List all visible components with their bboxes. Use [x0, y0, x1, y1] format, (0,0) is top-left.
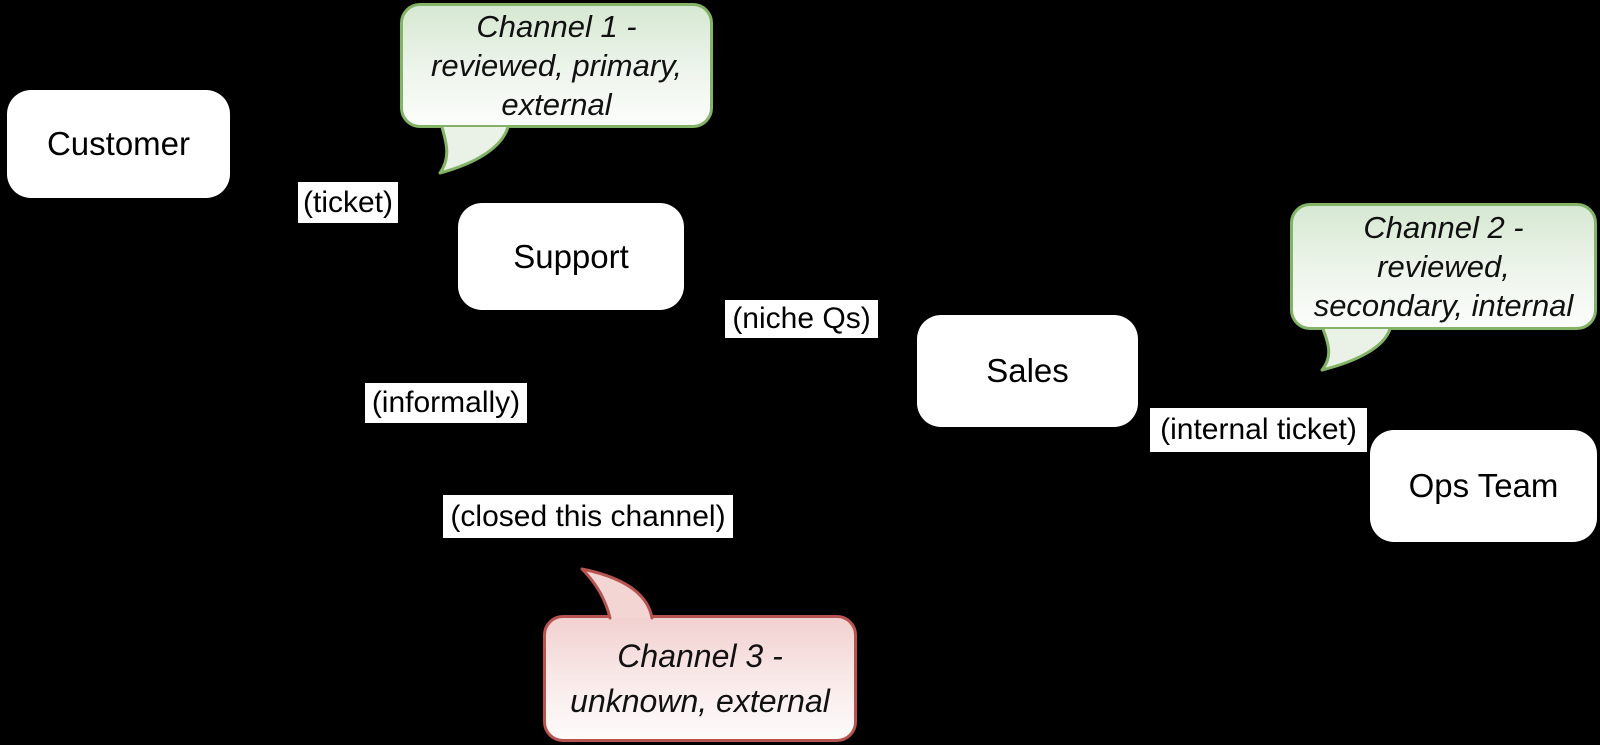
edge-label-ticket: (ticket) [298, 182, 398, 223]
callout-channel-2: Channel 2 - reviewed, secondary, interna… [1290, 203, 1597, 330]
node-ops-team-label: Ops Team [1408, 467, 1559, 504]
node-sales-label: Sales [986, 352, 1069, 389]
edge-label-informally: (informally) [365, 383, 527, 423]
callout-line: unknown, external [570, 682, 830, 719]
node-customer: Customer [7, 90, 230, 198]
node-customer-label: Customer [46, 125, 191, 162]
callout-line: Channel 3 - [617, 637, 783, 674]
callout-channel-1: Channel 1 - reviewed, primary, external [400, 3, 713, 128]
callout-line: reviewed, primary, [431, 48, 682, 83]
node-support: Support [458, 203, 684, 310]
edge-label-niche-qs: (niche Qs) [725, 300, 878, 338]
edge-label-internal-ticket: (internal ticket) [1150, 408, 1367, 452]
callout-line: Channel 1 - [476, 9, 637, 44]
node-sales: Sales [917, 315, 1138, 427]
callout-line: secondary, internal [1313, 288, 1574, 323]
node-ops-team: Ops Team [1370, 430, 1597, 542]
callout-line: reviewed, [1377, 249, 1510, 284]
callout-line: Channel 2 - [1363, 210, 1524, 245]
callout-channel-3-tail [580, 567, 654, 620]
callout-channel-1-tail [438, 125, 510, 175]
callout-line: external [501, 87, 612, 122]
callout-channel-2-tail [1320, 327, 1392, 372]
edge-label-closed-this-channel: (closed this channel) [443, 495, 733, 538]
callout-channel-3: Channel 3 - unknown, external [543, 615, 857, 742]
node-support-label: Support [513, 237, 629, 275]
